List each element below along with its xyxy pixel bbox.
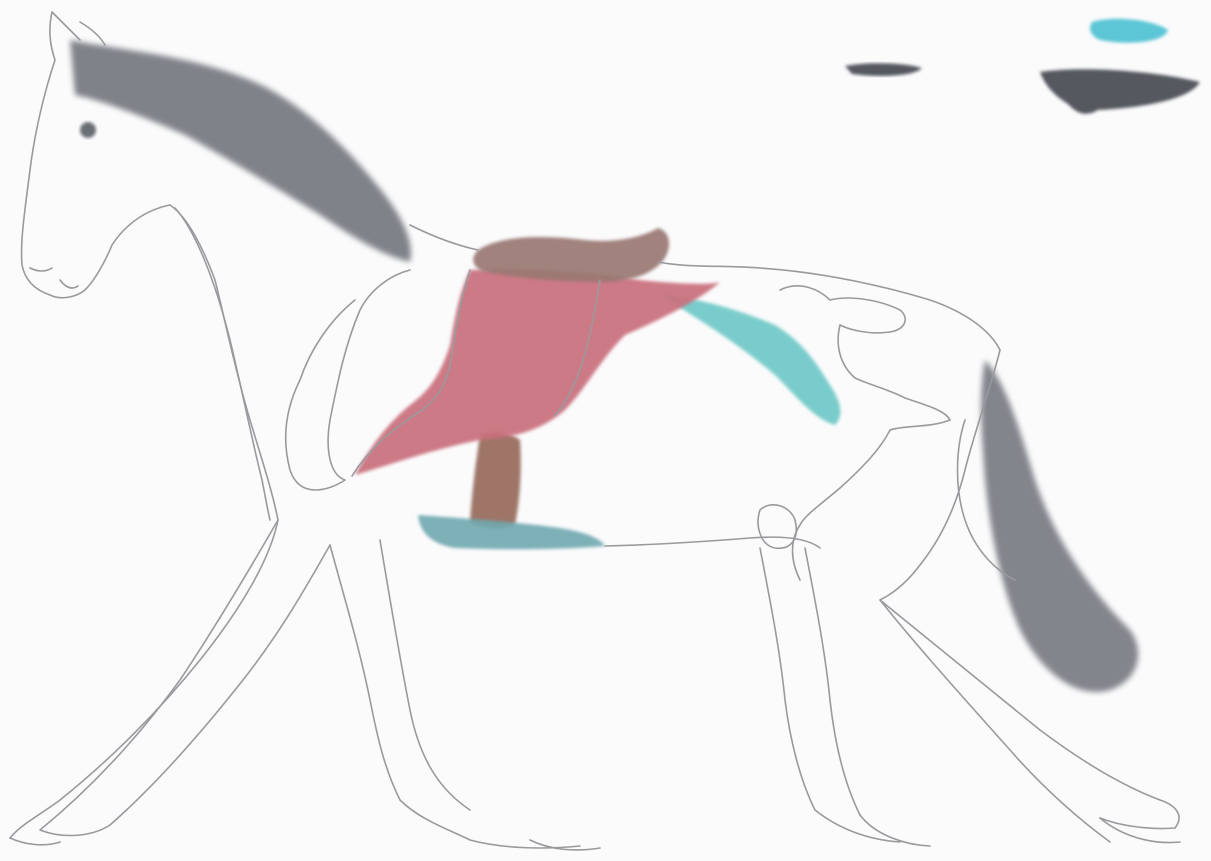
hind-leg-front — [760, 548, 900, 842]
blue-swatch — [1090, 19, 1168, 43]
color-swatches — [845, 19, 1200, 114]
saddle-flap — [355, 269, 720, 475]
girth-strap — [470, 432, 521, 528]
saddle-seat — [473, 228, 669, 282]
stifle-ring — [758, 505, 796, 548]
foreleg-front — [40, 208, 330, 835]
horse-eye — [80, 122, 96, 138]
foreleg-back — [330, 540, 580, 848]
chest-line — [10, 205, 278, 838]
dark-swatch-large — [1040, 69, 1200, 114]
mane — [70, 40, 411, 262]
front-hoof — [10, 838, 600, 850]
neck-line — [410, 225, 478, 250]
back-muscle — [660, 295, 840, 425]
tail — [981, 360, 1138, 692]
hind-overlay — [780, 286, 950, 580]
hind-hoof — [860, 815, 1180, 846]
dark-swatch-small — [845, 63, 922, 76]
